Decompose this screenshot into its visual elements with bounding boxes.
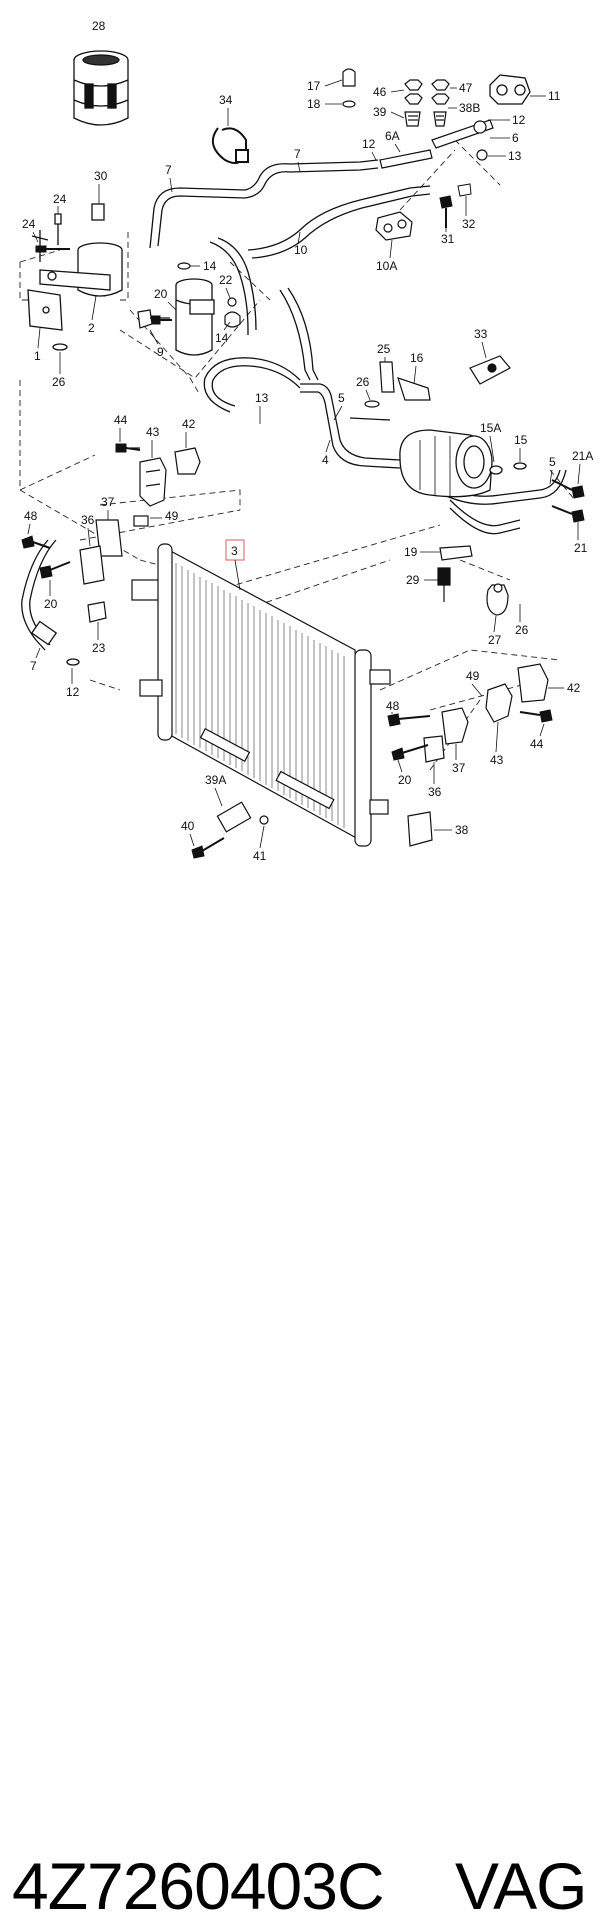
callout-42-lower: 42 xyxy=(567,681,581,695)
top-fittings xyxy=(342,68,450,127)
callout-40: 40 xyxy=(181,819,195,833)
callout-1: 1 xyxy=(34,349,41,363)
callout-3: 3 xyxy=(231,544,238,558)
ac-system-exploded-diagram: 28 17 18 46 47 11 34 39 38B 12 6A 6 13 1… xyxy=(19,19,593,863)
callout-7-upper-right: 7 xyxy=(294,147,301,161)
callout-7-left: 7 xyxy=(30,659,37,673)
callout-48-upper: 48 xyxy=(24,509,38,523)
callout-41: 41 xyxy=(253,849,267,863)
callout-26-upper-left: 26 xyxy=(52,375,66,389)
callout-7-upper-left: 7 xyxy=(165,163,172,177)
callout-12-mid: 12 xyxy=(362,137,376,151)
callout-11: 11 xyxy=(548,89,561,103)
callout-44-upper: 44 xyxy=(114,413,128,427)
callout-31: 31 xyxy=(441,232,455,246)
callout-36-upper: 36 xyxy=(81,513,95,527)
callout-6A: 6A xyxy=(385,129,400,143)
callout-32: 32 xyxy=(462,217,476,231)
callout-13-mid: 13 xyxy=(255,391,269,405)
drier-bracket-assembly xyxy=(27,203,123,351)
pipe-clip-brackets xyxy=(364,211,511,408)
callout-48-lower: 48 xyxy=(386,699,400,713)
callout-21A: 21A xyxy=(572,449,593,463)
callout-43-lower: 43 xyxy=(490,753,504,767)
callout-33: 33 xyxy=(474,327,488,341)
callout-21: 21 xyxy=(574,541,588,555)
callout-9: 9 xyxy=(157,345,164,359)
callout-23: 23 xyxy=(92,641,106,655)
left-side-brackets xyxy=(79,444,201,623)
callout-15: 15 xyxy=(514,433,528,447)
callout-39A: 39A xyxy=(205,773,226,787)
callout-labels: 28 17 18 46 47 11 34 39 38B 12 6A 6 13 1… xyxy=(22,19,593,863)
callout-5-right: 5 xyxy=(549,455,556,469)
callout-25: 25 xyxy=(377,342,391,356)
callout-17: 17 xyxy=(307,79,321,93)
ac-compressor xyxy=(399,429,527,498)
callout-16: 16 xyxy=(410,351,424,365)
callout-34: 34 xyxy=(219,93,233,107)
callout-20-upper: 20 xyxy=(154,287,168,301)
callout-6: 6 xyxy=(512,131,519,145)
callout-24-top: 24 xyxy=(53,192,67,206)
callout-19: 19 xyxy=(404,545,418,559)
callout-18: 18 xyxy=(307,97,321,111)
callout-49-lower: 49 xyxy=(466,669,480,683)
pressure-pipe-fitting xyxy=(379,119,494,169)
part-number: 4Z7260403C xyxy=(12,1849,385,1923)
callout-14-upper: 14 xyxy=(203,259,217,273)
ac-condenser xyxy=(139,543,391,847)
hose-clamp-band xyxy=(211,127,249,165)
left-suction-hose xyxy=(21,539,80,666)
callout-43-upper: 43 xyxy=(146,425,160,439)
callout-10A: 10A xyxy=(376,259,397,273)
callout-20-left: 20 xyxy=(44,597,58,611)
callout-10: 10 xyxy=(294,243,308,257)
compressor-line-bracket xyxy=(437,545,509,616)
callout-13-top: 13 xyxy=(508,149,522,163)
callout-30: 30 xyxy=(94,169,108,183)
callout-12-top: 12 xyxy=(512,113,526,127)
callout-49-upper: 49 xyxy=(165,509,179,523)
lower-right-brackets xyxy=(216,663,549,847)
callout-29: 29 xyxy=(406,573,420,587)
callout-2: 2 xyxy=(88,321,95,335)
footer-caption: 4Z7260403C VAG xyxy=(0,920,600,1923)
callout-38B: 38B xyxy=(459,101,480,115)
callout-22: 22 xyxy=(219,273,233,287)
callout-47: 47 xyxy=(459,81,473,95)
callout-4: 4 xyxy=(322,453,329,467)
callout-37-lower: 37 xyxy=(452,761,466,775)
callout-39: 39 xyxy=(373,105,387,119)
callout-5-mid: 5 xyxy=(338,391,345,405)
callout-14-lower: 14 xyxy=(215,331,229,345)
callout-36-lower: 36 xyxy=(428,785,442,799)
callout-46: 46 xyxy=(373,85,387,99)
callout-26-right: 26 xyxy=(515,623,529,637)
callout-28: 28 xyxy=(92,19,106,33)
refrigerant-lines xyxy=(149,159,567,535)
receiver-drier xyxy=(175,278,215,356)
callout-26-mid: 26 xyxy=(356,375,370,389)
callout-15A: 15A xyxy=(480,421,501,435)
callout-24-left: 24 xyxy=(22,217,36,231)
callout-27: 27 xyxy=(488,633,502,647)
callout-38: 38 xyxy=(455,823,469,837)
receiver-drier-cartridge xyxy=(73,50,129,126)
mounting-rubber-11 xyxy=(489,74,531,105)
callout-37-upper: 37 xyxy=(101,495,115,509)
callout-42-upper: 42 xyxy=(182,417,196,431)
callout-12-left: 12 xyxy=(66,685,80,699)
callout-20-lower: 20 xyxy=(398,773,412,787)
brand-name: VAG xyxy=(455,1849,587,1923)
callout-44-lower: 44 xyxy=(530,737,544,751)
screws-and-bolts xyxy=(21,183,585,859)
